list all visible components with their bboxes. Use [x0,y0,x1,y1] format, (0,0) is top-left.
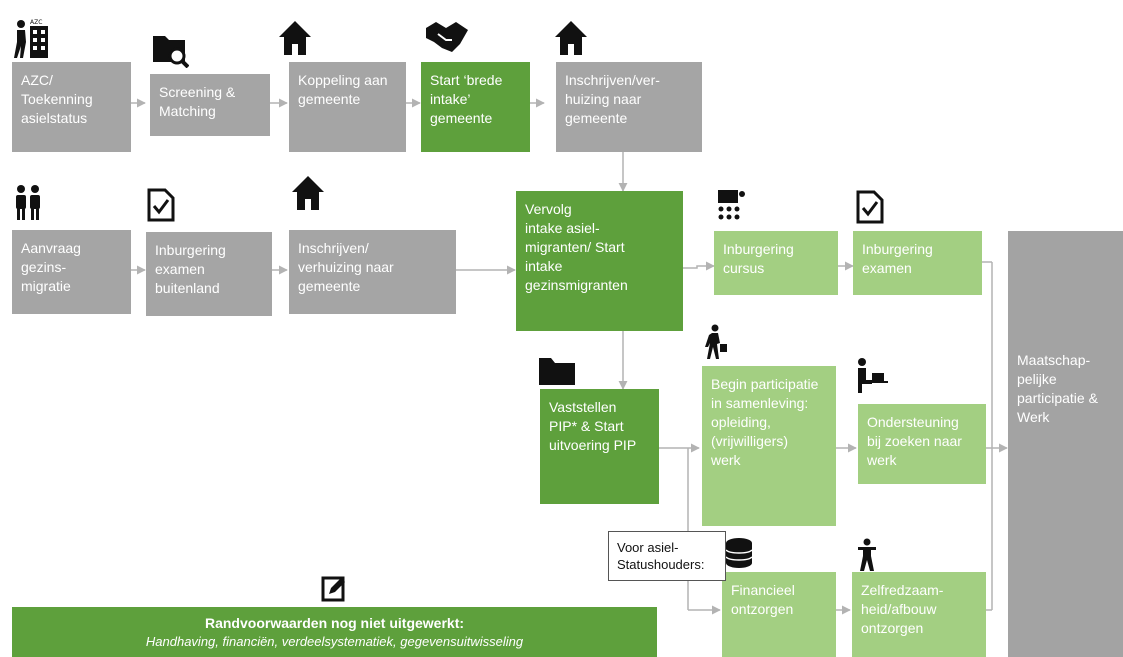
person-building-icon: AZC [14,17,50,59]
step-inburgering-buitenland: Inburgering examen buitenland [146,232,272,316]
coins-icon [724,537,754,569]
step-inburgering-cursus: Inburgering cursus [714,231,838,295]
handshake-icon [424,18,470,56]
house-icon [553,19,589,57]
step-inburgering-examen: Inburgering examen [853,231,982,295]
person-icon [854,538,880,572]
person-laptop-icon [854,357,890,393]
asiel-statushouders-note: Voor asiel- Statushouders: [608,531,726,581]
walking-person-icon [703,324,729,360]
classroom-icon [716,188,746,222]
step-inschrijven-mid: Inschrijven/ verhuizing naar gemeente [289,230,456,314]
step-maatschappelijke-participatie: Maatschap- pelijke participatie & Werk [1008,231,1123,657]
step-azc: AZC/ Toekenning asielstatus [12,62,131,152]
step-aanvraag-gezinsmigratie: Aanvraag gezins- migratie [12,230,131,314]
folder-icon [538,356,576,386]
step-financieel-ontzorgen: Financieel ontzorgen [722,572,836,657]
checklist-icon [856,190,884,224]
step-vaststellen-pip: Vaststellen PIP* & Start uitvoering PIP [540,389,659,504]
randvoorwaarden-subtitle: Handhaving, financiën, verdeelsystematie… [145,634,524,649]
randvoorwaarden-banner: Randvoorwaarden nog niet uitgewerkt: Han… [12,607,657,657]
step-inschrijven-top: Inschrijven/ver- huizing naar gemeente [556,62,702,152]
step-start-brede-intake: Start ‘brede intake’ gemeente [421,62,530,152]
step-vervolg-intake: Vervolg intake asiel- migranten/ Start i… [516,191,683,331]
randvoorwaarden-title: Randvoorwaarden nog niet uitgewerkt: [204,615,465,631]
edit-icon [321,574,347,602]
step-koppeling-gemeente: Koppeling aan gemeente [289,62,406,152]
step-ondersteuning-werk: Ondersteuning bij zoeken naar werk [858,404,986,484]
checklist-icon [147,188,175,222]
step-zelfredzaamheid: Zelfredzaam- heid/afbouw ontzorgen [852,572,986,657]
house-icon [290,174,326,212]
family-icon [13,184,43,220]
step-begin-participatie: Begin participatie in samenleving: oplei… [702,366,836,526]
house-icon [277,19,313,57]
step-screening-matching: Screening & Matching [150,74,270,136]
folder-search-icon [151,30,189,68]
azc-sign-label: AZC [30,19,42,26]
